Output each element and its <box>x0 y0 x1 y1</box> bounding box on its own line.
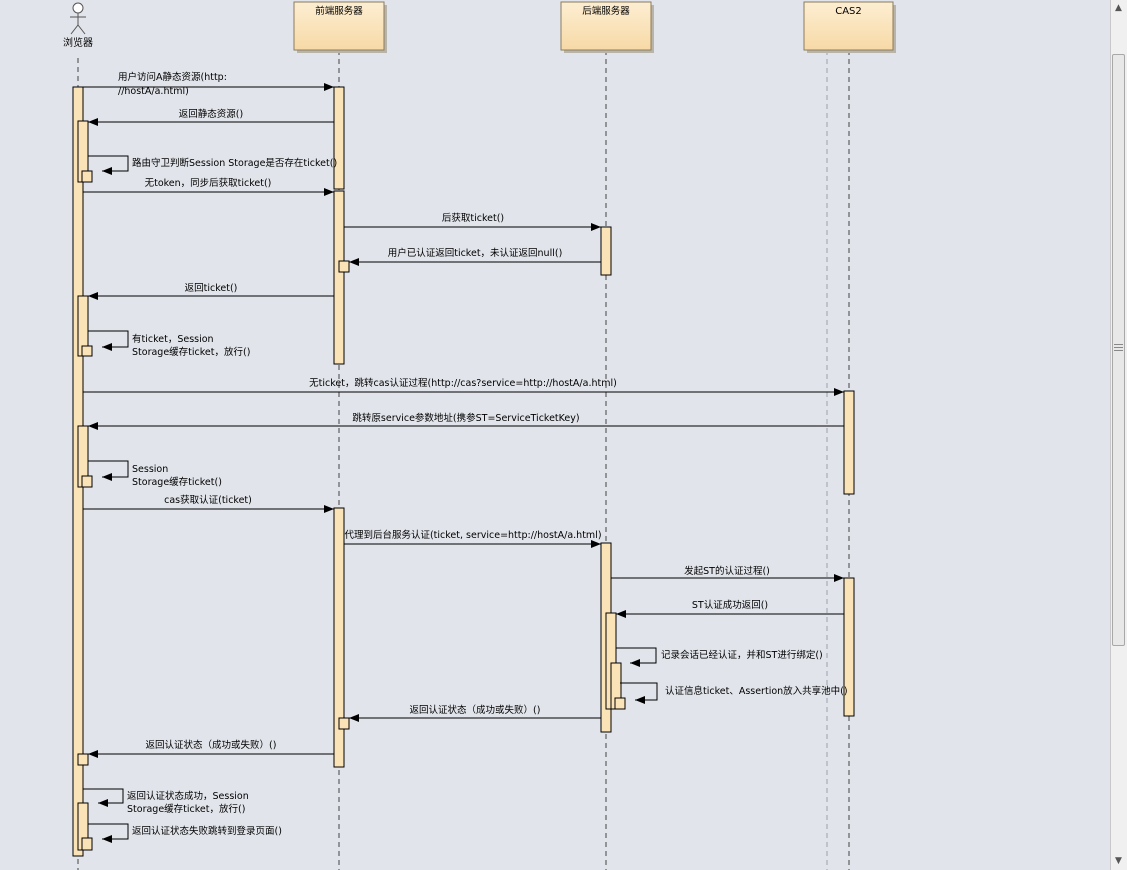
message-19[interactable]: 返回认证状态（成功或失败）() <box>88 739 334 758</box>
message-label: 发起ST的认证过程() <box>684 565 770 577</box>
participant-cas[interactable]: CAS2 <box>803 1 896 53</box>
scroll-up-icon[interactable]: ▲ <box>1115 3 1122 13</box>
activation-bar <box>333 190 345 365</box>
participant-backend[interactable]: 后端服务器 <box>560 1 654 53</box>
message-17[interactable]: 认证信息ticket、Assertion放入共享池中() <box>620 682 848 704</box>
self-message-arrow <box>620 682 658 701</box>
message-label: 代理到后台服务认证(ticket, service=http://hostA/a… <box>344 529 601 541</box>
message-6[interactable]: 用户已认证返回ticket，未认证返回null() <box>349 247 601 266</box>
message-18[interactable]: 返回认证状态（成功或失败）() <box>349 704 601 722</box>
message-label: 用户访问A静态资源(http: <box>118 71 227 83</box>
message-5[interactable]: 后获取ticket() <box>344 213 601 231</box>
activation-bar <box>333 507 345 768</box>
participant-label: 前端服务器 <box>315 5 363 17</box>
activation-bar <box>843 577 855 717</box>
activation-bar <box>600 226 612 276</box>
self-message-arrow <box>616 647 657 664</box>
self-message-arrow <box>88 460 129 478</box>
stick-figure-icon <box>70 2 86 35</box>
participant-label: 后端服务器 <box>582 5 630 17</box>
message-label: 认证信息ticket、Assertion放入共享池中() <box>665 685 848 697</box>
activation-bar <box>333 86 345 190</box>
message-label: Storage缓存ticket，放行() <box>132 346 250 358</box>
message-3[interactable]: 路由守卫判断Session Storage是否存在ticket() <box>88 155 337 175</box>
self-message-arrow <box>88 823 129 840</box>
self-message-arrow <box>88 330 129 348</box>
message-2[interactable]: 返回静态资源() <box>88 108 334 126</box>
participant-box <box>803 1 894 51</box>
message-label: 用户已认证返回ticket，未认证返回null() <box>388 247 563 259</box>
activation-bar <box>843 390 855 495</box>
self-message-arrow <box>88 155 129 172</box>
message-4[interactable]: 无token，同步后获取ticket() <box>83 178 334 196</box>
message-label: 后获取ticket() <box>442 213 504 224</box>
message-label: //hostA/a.html) <box>118 86 189 97</box>
message-label: Storage缓存ticket() <box>132 476 222 488</box>
message-label: 返回认证状态成功，Session <box>127 790 249 802</box>
message-7[interactable]: 返回ticket() <box>88 282 334 300</box>
activation-bar <box>81 170 93 183</box>
actor-browser[interactable]: 浏览器 <box>63 2 93 49</box>
activation-bar <box>77 753 89 766</box>
message-label: 路由守卫判断Session Storage是否存在ticket() <box>132 157 337 169</box>
message-label: 无token，同步后获取ticket() <box>145 178 272 189</box>
actor-label: 浏览器 <box>63 36 93 49</box>
message-label: 跳转原service参数地址(携参ST=ServiceTicketKey) <box>352 412 579 424</box>
activation-bar <box>81 475 93 488</box>
message-label: 无ticket，跳转cas认证过程(http://cas?service=htt… <box>309 377 617 389</box>
message-12[interactable]: cas获取认证(ticket) <box>83 494 334 513</box>
message-21[interactable]: 返回认证状态失败跳转到登录页面() <box>88 823 282 843</box>
message-9[interactable]: 无ticket，跳转cas认证过程(http://cas?service=htt… <box>83 377 844 396</box>
participant-box <box>560 1 652 51</box>
message-label: 返回静态资源() <box>179 108 243 120</box>
message-14[interactable]: 发起ST的认证过程() <box>611 565 844 582</box>
participant-box <box>293 1 385 51</box>
message-15[interactable]: ST认证成功返回() <box>616 599 844 618</box>
message-label: 返回认证状态（成功或失败）() <box>410 704 541 716</box>
self-message-arrow <box>83 788 124 804</box>
message-label: 返回ticket() <box>185 282 238 294</box>
message-label: 返回认证状态失败跳转到登录页面() <box>132 825 282 837</box>
participant-frontend[interactable]: 前端服务器 <box>293 1 387 53</box>
message-1[interactable]: 用户访问A静态资源(http: //hostA/a.html) <box>83 71 334 97</box>
scroll-down-icon[interactable]: ▼ <box>1115 856 1122 866</box>
message-label: Storage缓存ticket，放行() <box>127 803 245 815</box>
participant-label: CAS2 <box>835 6 862 17</box>
activation-bar <box>614 697 626 710</box>
activation-bar <box>81 345 93 357</box>
message-16[interactable]: 记录会话已经认证，并和ST进行绑定() <box>616 647 823 667</box>
activation-bar <box>81 837 93 851</box>
message-label: cas获取认证(ticket) <box>164 494 252 506</box>
scrollbar-grip-icon <box>1114 344 1123 352</box>
message-label: ST认证成功返回() <box>692 599 768 611</box>
activation-bar <box>338 717 350 730</box>
message-10[interactable]: 跳转原service参数地址(携参ST=ServiceTicketKey) <box>88 412 844 430</box>
message-label: 返回认证状态（成功或失败）() <box>146 739 277 751</box>
message-label: 记录会话已经认证，并和ST进行绑定() <box>661 649 823 661</box>
message-13[interactable]: 代理到后台服务认证(ticket, service=http://hostA/a… <box>344 529 602 548</box>
activation-bar <box>338 260 350 273</box>
message-label: Session <box>132 464 168 475</box>
message-label: 有ticket，Session <box>132 333 214 345</box>
